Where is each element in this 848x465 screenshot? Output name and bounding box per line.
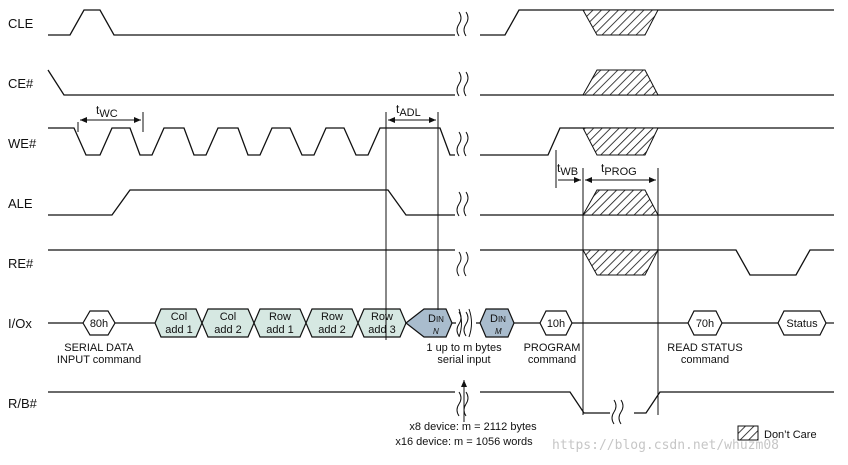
bus-text-70h: 70h <box>696 318 714 330</box>
signal-label-io: I/Ox <box>8 316 32 331</box>
bus-text-din-n-sub: N <box>433 327 439 336</box>
timing-label-tadl: tADL <box>396 102 421 119</box>
ale-waveform <box>48 189 834 216</box>
timing-label-twc: tWC <box>96 103 118 120</box>
caption-x16: x16 device: m = 1056 words <box>395 436 533 448</box>
re-waveform <box>48 249 834 276</box>
signal-label-rb: R/B# <box>8 396 38 411</box>
watermark: https://blog.csdn.net/whuzm08 <box>552 438 779 453</box>
ce-waveform <box>47 69 834 96</box>
bus-text-din-n: DIN <box>428 313 444 325</box>
bus-text-col2-b: add 2 <box>214 324 242 336</box>
bus-cell-80h <box>82 310 116 336</box>
bus-text-row2-b: add 2 <box>318 324 346 336</box>
bus-text-row3-b: add 3 <box>368 324 396 336</box>
caption-serial-data-1: SERIAL DATA <box>64 342 134 354</box>
caption-bytes-1: 1 up to m bytes <box>426 342 502 354</box>
signal-label-re: RE# <box>8 256 34 271</box>
caption-program-2: command <box>528 354 576 366</box>
timing-label-tprog: tPROG <box>601 161 637 178</box>
bus-text-row1-b: add 1 <box>266 324 294 336</box>
caption-serial-data-2: INPUT command <box>57 354 141 366</box>
bus-text-10h: 10h <box>547 318 565 330</box>
caption-read-status-2: command <box>681 354 729 366</box>
dont-care-regions <box>582 9 659 276</box>
bus-text-80h: 80h <box>90 318 108 330</box>
rb-waveform <box>48 391 834 414</box>
signal-label-we: WE# <box>8 136 37 151</box>
signal-label-ce: CE# <box>8 76 34 91</box>
caption-x8: x8 device: m = 2112 bytes <box>409 421 537 433</box>
cle-waveform <box>48 9 834 36</box>
signal-label-cle: CLE <box>8 16 34 31</box>
we-waveform <box>48 127 834 156</box>
bus-cell-10h <box>539 310 573 336</box>
bus-text-row1-a: Row <box>269 311 291 323</box>
caption-bytes-2: serial input <box>437 354 490 366</box>
dont-care-legend-label: Don’t Care <box>764 429 817 441</box>
bus-text-status: Status <box>786 318 818 330</box>
timing-label-twb: tWB <box>557 161 578 178</box>
bus-text-col2-a: Col <box>220 311 237 323</box>
signal-label-ale: ALE <box>8 196 33 211</box>
bus-text-col1-b: add 1 <box>165 324 193 336</box>
bus-text-din-m-sub: M <box>495 327 502 336</box>
bus-cell-status <box>777 310 827 336</box>
bus-text-row2-a: Row <box>321 311 343 323</box>
caption-read-status-1: READ STATUS <box>667 342 742 354</box>
bus-cell-din-m <box>479 308 515 338</box>
bus-text-din-m: DIN <box>490 313 506 325</box>
dont-care-legend-swatch <box>737 425 759 441</box>
bus-text-col1-a: Col <box>171 311 188 323</box>
caption-program-1: PROGRAM <box>524 342 581 354</box>
bus-cell-70h <box>687 310 723 336</box>
bus-text-row3-a: Row <box>371 311 393 323</box>
